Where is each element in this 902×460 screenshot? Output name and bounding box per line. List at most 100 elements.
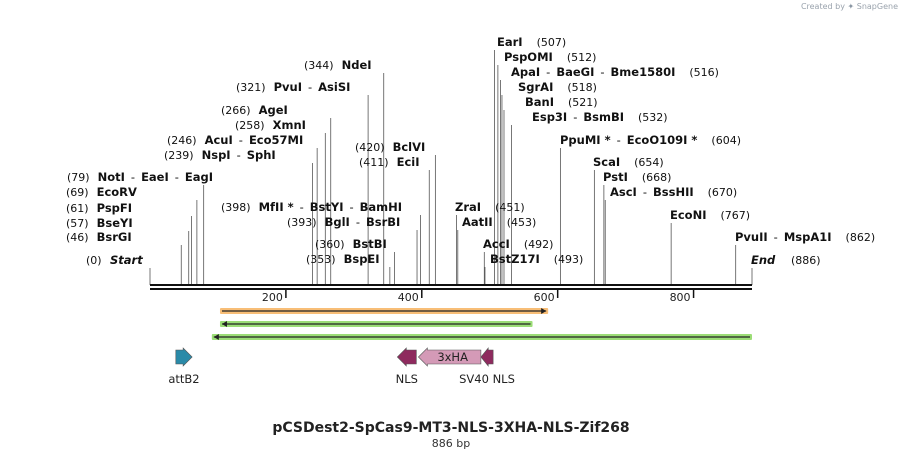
site-label-246: (246) AcuI-Eco57MI <box>167 133 303 147</box>
name-separator: - <box>239 133 243 147</box>
enzyme-bseyi: BseYI <box>97 216 133 230</box>
site-position-604: (604) <box>711 134 741 147</box>
start-position: (0) <box>86 254 102 267</box>
enzyme-baegi: BaeGI <box>556 65 594 79</box>
site-label-670: AscI-BssHII(670) <box>610 185 737 199</box>
end-label: End(886) <box>751 253 821 267</box>
name-separator: - <box>600 65 604 79</box>
enzyme-zrai: ZraI <box>455 200 481 214</box>
feature-label: NLS <box>396 372 418 386</box>
orf-head <box>213 334 219 340</box>
site-position-353: (353) <box>306 253 336 266</box>
enzyme-acci: AccI <box>483 237 510 251</box>
site-label-668: PstI(668) <box>603 170 671 184</box>
site-label-493: BstZ17I(493) <box>490 252 583 266</box>
enzyme-ppumi: PpuMI * <box>560 133 611 147</box>
enzyme-agei: AgeI <box>259 103 288 117</box>
enzyme-eagi: EagI <box>185 170 213 184</box>
site-label-512: PspOMI (512) <box>504 50 596 64</box>
site-label-420: (420)BclVI <box>355 140 425 154</box>
enzyme-ndei: NdeI <box>342 58 372 72</box>
site-label-492: AccI(492) <box>483 237 553 251</box>
site-position-321: (321) <box>236 81 266 94</box>
site-position-668: (668) <box>642 171 672 184</box>
enzyme-noti: NotI <box>98 170 125 184</box>
name-separator: - <box>131 170 135 184</box>
orf-arrows <box>211 308 753 340</box>
enzyme-bgli: BglI <box>325 215 350 229</box>
feature-nls: NLS <box>396 347 418 386</box>
site-position-862: (862) <box>846 231 876 244</box>
site-position-516: (516) <box>689 66 719 79</box>
site-position-451: (451) <box>495 201 525 214</box>
site-position-767: (767) <box>720 209 750 222</box>
sequence-map: MspA1I (79)NotI-EaeI-EagI (69) EcoRV (61)Psp… <box>66 35 876 386</box>
ruler-label-800: 800 <box>670 291 691 304</box>
feature-label: SV40 NLS <box>459 372 515 386</box>
site-label-516: ApaI-BaeGI-Bme1580I(516) <box>511 65 719 79</box>
start-text: Start <box>110 253 143 267</box>
site-label-398: (398)MfII *-BstYI-BamHI <box>221 200 402 214</box>
site-position-246: (246) <box>167 134 197 147</box>
enzyme-econi: EcoNI <box>670 208 706 222</box>
name-separator: - <box>546 65 550 79</box>
ruler-label-200: 200 <box>262 291 283 304</box>
enzyme-bani: BanI <box>525 95 554 109</box>
orf-arrow-2 <box>219 321 533 327</box>
enzyme-bsrbi: BsrBI <box>366 215 400 229</box>
ruler-label-400: 400 <box>398 291 419 304</box>
site-position-393: (393) <box>287 216 317 229</box>
enzyme-bsmbi: BsmBI <box>583 110 624 124</box>
site-label-411: (411)EciI <box>359 155 420 169</box>
site-label-507: EarI(507) <box>497 35 566 49</box>
name-separator: - <box>175 170 179 184</box>
site-position-453: (453) <box>507 216 537 229</box>
sequence-backbone <box>150 284 752 290</box>
enzyme-apai: ApaI <box>511 65 540 79</box>
feature-attb2: attB2 <box>168 347 200 386</box>
site-label-521: BanI(521) <box>525 95 598 109</box>
site-label-79: (79)NotI-EaeI-EagI <box>67 170 213 184</box>
site-position-258: (258) <box>235 119 265 132</box>
site-position-239: (239) <box>164 149 194 162</box>
site-label-353: (353)BspEI <box>306 252 380 266</box>
name-separator: - <box>237 148 241 162</box>
enzyme-scai: ScaI <box>593 155 620 169</box>
sequence-length: 886 bp <box>431 437 471 450</box>
feature-arrow <box>396 347 417 367</box>
enzyme-xmni: XmnI <box>273 118 306 132</box>
site-position-46: (46) <box>66 231 89 244</box>
site-position-670: (670) <box>708 186 738 199</box>
enzyme-sphi: SphI <box>247 148 276 162</box>
orf-head <box>541 308 547 314</box>
enzyme-ecii: EciI <box>397 155 420 169</box>
site-label-266: (266)AgeI <box>221 103 288 117</box>
enzyme-pspomi: PspOMI <box>504 50 553 64</box>
enzyme-bstz17i: BstZ17I <box>490 252 540 266</box>
orf-arrow-1 <box>219 308 549 314</box>
site-lines <box>149 50 753 285</box>
site-label-767: EcoNI (767) <box>670 208 750 222</box>
site-position-507: (507) <box>537 36 567 49</box>
enzyme-acui: AcuI <box>205 133 233 147</box>
site-label-46: (46)BsrGI <box>66 230 132 244</box>
feature-3xha: 3xHA <box>417 347 482 367</box>
site-label-61: (61)PspFI <box>66 201 132 215</box>
enzyme-eco57mi: Eco57MI <box>249 133 303 147</box>
enzyme-asci: AscI <box>610 185 637 199</box>
enzyme-bsshii: BssHII <box>653 185 694 199</box>
credit-brand: SnapGene <box>856 2 898 11</box>
enzyme-sgrai: SgrAI <box>518 80 553 94</box>
name-separator: - <box>350 200 354 214</box>
orf-head <box>221 321 227 327</box>
enzyme-esp3i: Esp3I <box>532 110 567 124</box>
site-label-518: SgrAI(518) <box>518 80 597 94</box>
enzyme-ecorv: EcoRV <box>97 185 137 199</box>
snapgene-credit: Created by ✦ SnapGene <box>801 2 898 11</box>
name-separator: - <box>617 133 621 147</box>
enzyme-mspa1i: MspA1I <box>784 230 832 244</box>
site-position-69: (69) <box>66 186 89 199</box>
site-label-532: Esp3I-BsmBI(532) <box>532 110 668 124</box>
site-position-512: (512) <box>567 51 597 64</box>
